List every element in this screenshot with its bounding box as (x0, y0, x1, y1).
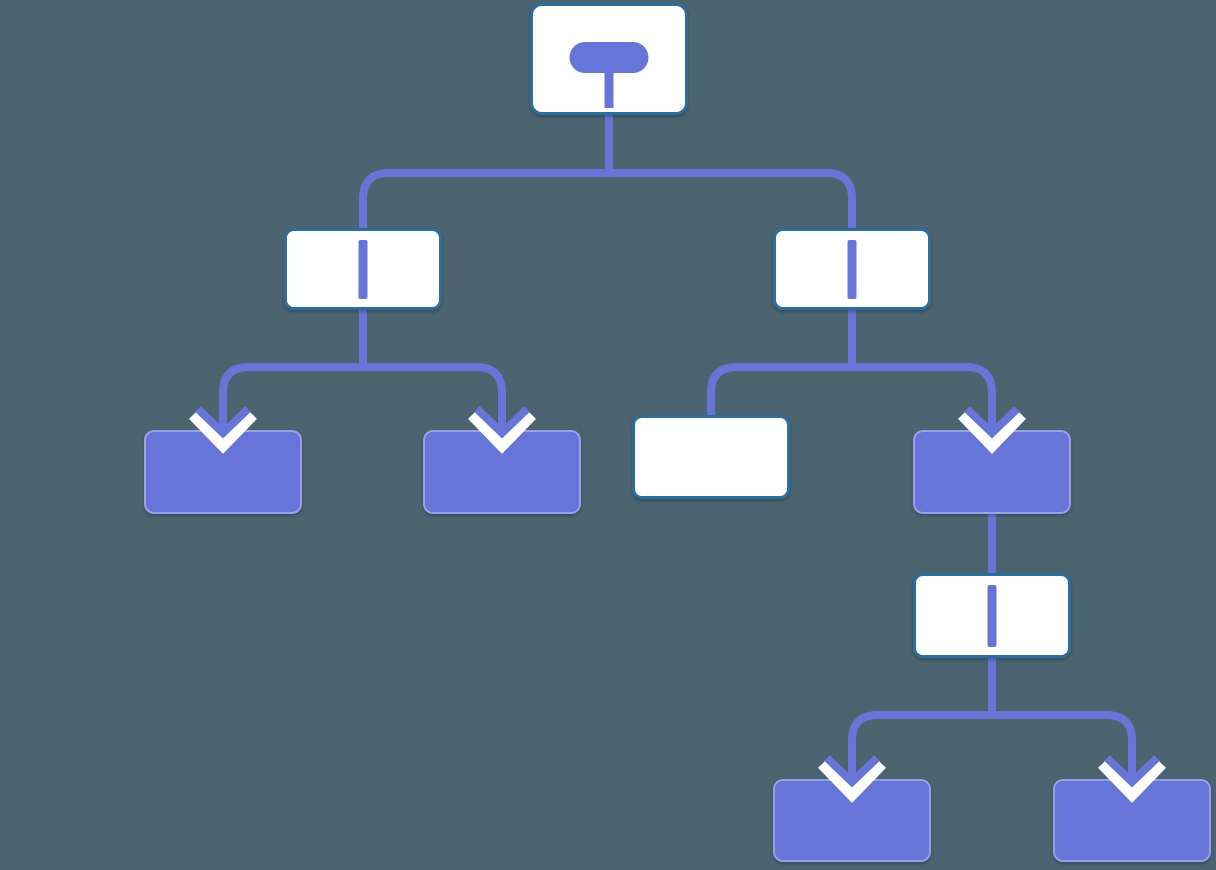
pass-through-line-icon (847, 240, 857, 299)
edge-branch-left-to-leaf-1[interactable] (219, 308, 367, 433)
edge-root-to-branch-left[interactable] (359, 113, 613, 230)
edge-branch-right-to-leaf-3[interactable] (848, 308, 996, 433)
node-branch-left[interactable] (284, 228, 442, 310)
root-pill-icon (569, 42, 649, 73)
pass-through-line-icon (358, 240, 368, 299)
edge-branch-left-to-leaf-2[interactable] (359, 308, 506, 433)
edge-junction-lower-to-leaf-4[interactable] (848, 656, 996, 782)
edge-root-to-branch-right[interactable] (605, 113, 856, 230)
node-root[interactable] (530, 3, 688, 115)
node-leaf-4[interactable] (773, 779, 931, 862)
node-junction-lower[interactable] (913, 573, 1071, 658)
node-branch-right[interactable] (773, 228, 931, 310)
edge-junction-lower-to-leaf-5[interactable] (988, 656, 1136, 782)
node-leaf-1[interactable] (144, 430, 302, 514)
root-pill-stem-icon (604, 70, 614, 108)
edge-branch-right-to-card-empty[interactable] (707, 308, 856, 417)
pass-through-line-icon (987, 585, 997, 647)
node-leaf-3[interactable] (913, 430, 1071, 514)
node-leaf-5[interactable] (1053, 779, 1211, 862)
node-leaf-2[interactable] (423, 430, 581, 514)
node-card-empty[interactable] (632, 415, 790, 499)
